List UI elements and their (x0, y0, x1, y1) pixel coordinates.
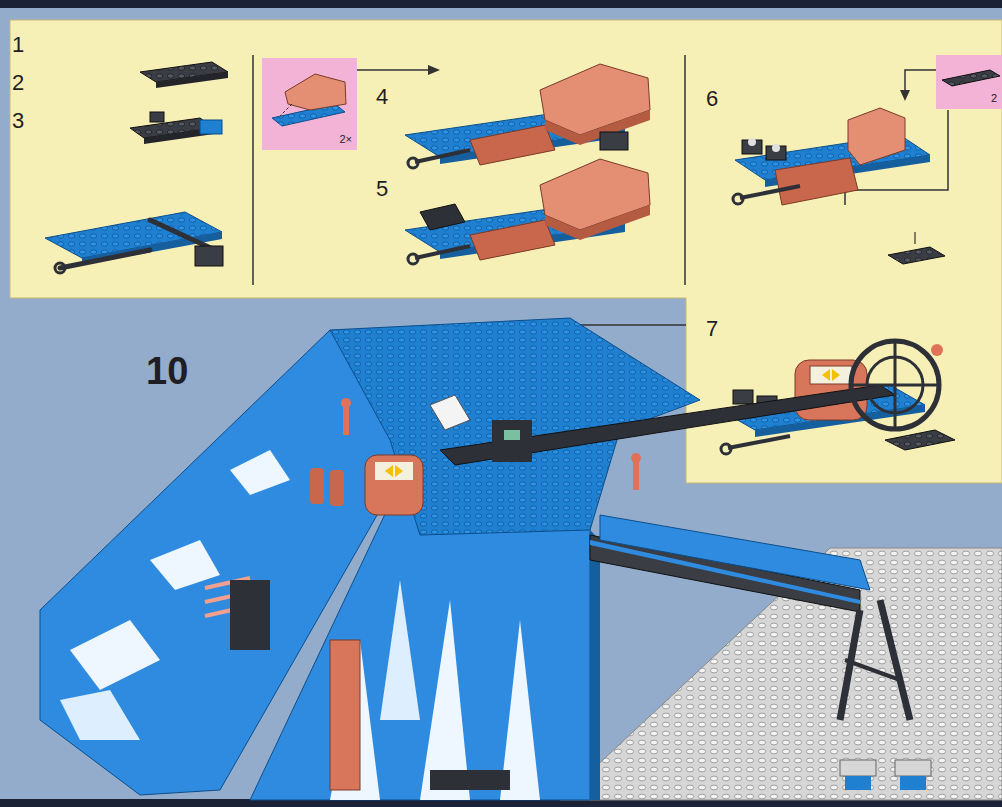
callout-number: 5 (376, 178, 388, 200)
parts-callout: 2× (262, 58, 357, 150)
callout-number: 3 (12, 110, 24, 132)
callout-number: 4 (376, 86, 388, 108)
callout-number: 10 (146, 352, 188, 390)
quantity-label: 2× (339, 134, 352, 145)
callout-number: 1 (12, 34, 24, 56)
callout-number: 2 (12, 72, 24, 94)
quantity-label: 2 (991, 93, 997, 104)
callout-number: 7 (706, 318, 718, 340)
callout-number: 6 (706, 88, 718, 110)
parts-callout: 2 (936, 55, 1002, 109)
